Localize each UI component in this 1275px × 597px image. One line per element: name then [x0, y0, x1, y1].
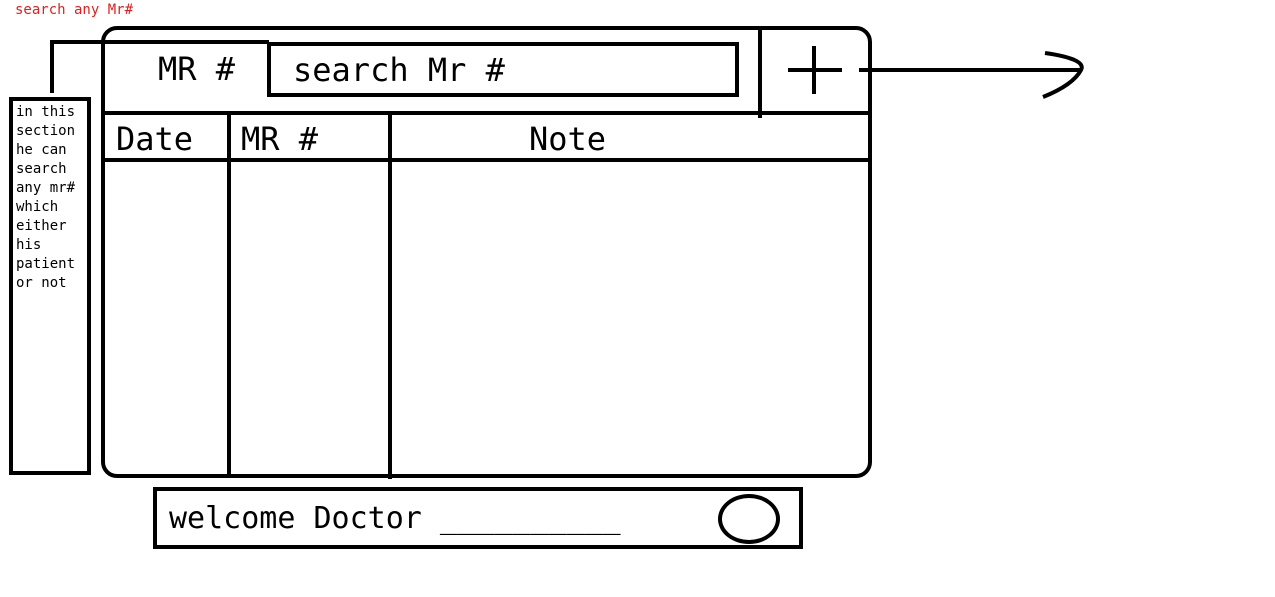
- header-divider: [103, 111, 870, 115]
- footer-bar: welcome Doctor __________: [153, 487, 803, 549]
- avatar[interactable]: [718, 494, 780, 544]
- add-button-divider: [758, 28, 762, 118]
- annotation-side-note: in this section he can search any mr# wh…: [9, 97, 91, 475]
- table-body: [105, 162, 868, 474]
- side-note-line: his: [16, 237, 42, 253]
- side-note-line: either: [16, 218, 67, 234]
- annotation-title: search any Mr#: [15, 2, 134, 18]
- search-input[interactable]: [267, 42, 739, 97]
- plus-icon: [788, 46, 842, 94]
- column-header-note: Note: [529, 120, 607, 158]
- search-label: MR #: [158, 50, 236, 88]
- table-header-divider: [103, 158, 870, 162]
- side-note-line: which: [16, 199, 59, 215]
- side-note-line: patient: [16, 256, 76, 272]
- arrow-right-icon: [859, 51, 1084, 99]
- side-note-line: any mr#: [16, 180, 76, 196]
- column-header-date: Date: [116, 120, 194, 158]
- side-note-line: section: [16, 123, 76, 139]
- add-button[interactable]: [776, 34, 856, 106]
- side-note-line: in this: [16, 104, 76, 120]
- side-note-line: he can: [16, 142, 67, 158]
- annotation-connector: [50, 40, 269, 93]
- column-header-mr: MR #: [241, 120, 319, 158]
- welcome-text: welcome Doctor __________: [169, 501, 621, 536]
- side-note-line: search: [16, 161, 67, 177]
- side-note-line: or not: [16, 275, 67, 291]
- column-divider-mr: [388, 115, 392, 479]
- main-panel: [101, 26, 872, 478]
- column-divider-date: [227, 115, 231, 477]
